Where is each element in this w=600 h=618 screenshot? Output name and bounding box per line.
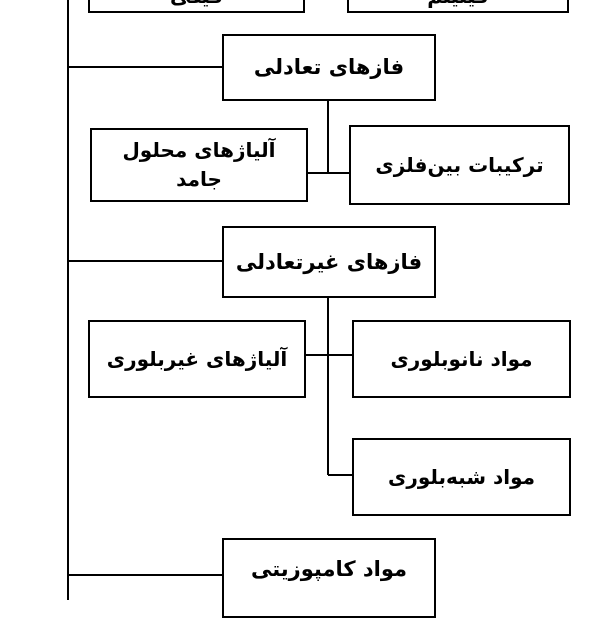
node-composite-materials-label: مواد کامپوزیتی [250,557,408,581]
node-top-left-partial-label: فیکی [170,0,223,11]
node-amorphous-alloys: آلیاژهای غیربلوری [88,320,306,398]
node-quasicrystalline-materials: مواد شبه‌بلوری [352,438,571,516]
node-intermetallic-compounds: ترکیبات بین‌فلزی [349,125,570,205]
node-equilibrium-phases-label: فازهای تعادلی [253,55,405,80]
node-equilibrium-phases: فازهای تعادلی [222,34,436,101]
node-top-right-partial: فیلیتم [347,0,569,13]
node-intermetallic-compounds-label: ترکیبات بین‌فلزی [375,152,544,177]
node-amorphous-alloys-label: آلیاژهای غیربلوری [106,346,288,371]
node-quasicrystalline-materials-label: مواد شبه‌بلوری [387,464,536,489]
node-nanocrystalline-materials-label: مواد نانوبلوری [390,346,533,371]
node-composite-materials: مواد کامپوزیتی [222,538,436,618]
node-top-right-partial-label: فیلیتم [427,0,488,11]
node-nanocrystalline-materials: مواد نانوبلوری [352,320,571,398]
materials-classification-diagram: فیکی فیلیتم فازهای تعادلی آلیاژهای محلول… [67,0,571,618]
node-solid-solution-alloys-label: آلیاژهای محلول جامد [122,138,276,191]
node-nonequilibrium-phases: فازهای غیرتعادلی [222,226,436,298]
connector-lines [67,0,353,600]
node-nonequilibrium-phases-label: فازهای غیرتعادلی [235,249,423,274]
node-top-left-partial: فیکی [88,0,305,13]
node-solid-solution-alloys: آلیاژهای محلول جامد [90,128,308,202]
